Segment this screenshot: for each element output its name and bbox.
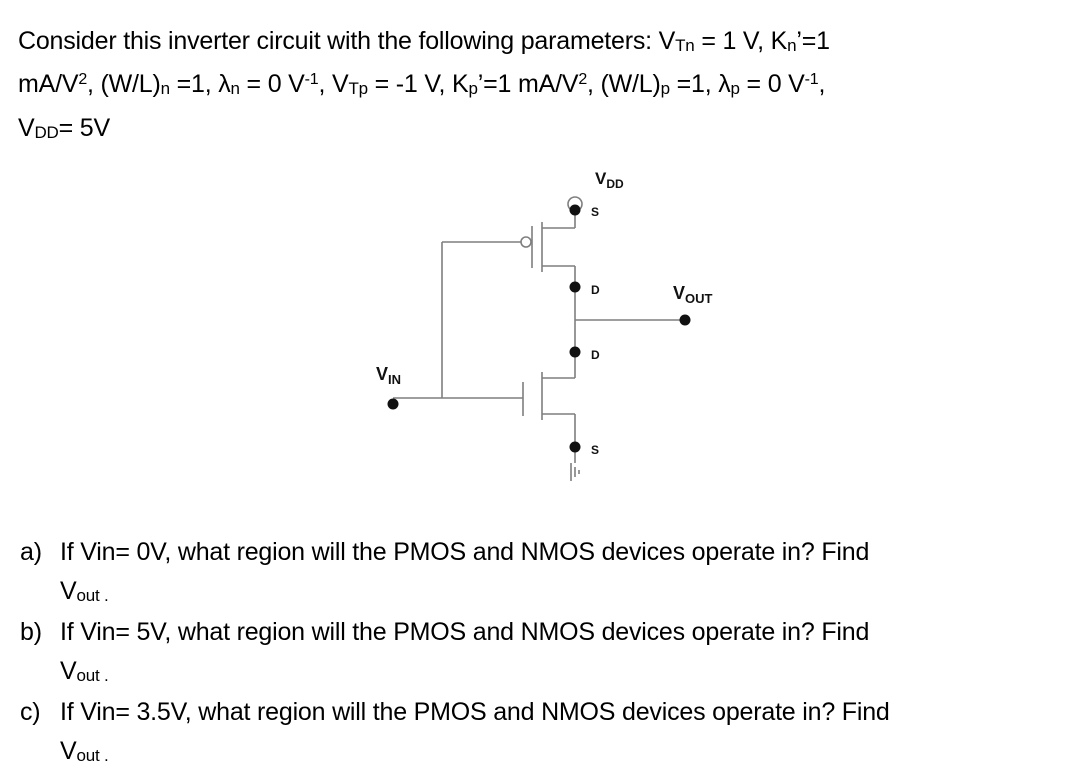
text: V [60,737,77,765]
nmos-source-node-dot [569,441,581,453]
text: . [99,666,109,686]
vout-terminal-dot [679,314,691,326]
text: V [18,114,35,142]
question-letter: a) [20,538,42,566]
subscript: p [660,78,670,98]
text: =1, λ [169,70,231,98]
subscript: out [76,586,100,606]
problem-line-3: VDD= 5V [18,108,1068,151]
question-vout: Vout . [60,572,1075,613]
question-text: If Vin= 5V, what region will the PMOS an… [60,618,870,646]
question-b: b) If Vin= 5V, what region will the PMOS… [20,613,1075,693]
superscript: 2 [78,71,88,88]
vin-terminal-dot [387,398,399,410]
pmos-gate-bubble [520,236,532,248]
text: = 5V [58,114,111,142]
text: = -1 V, K [367,70,469,98]
question-letter: c) [20,698,41,726]
subscript: out [76,666,100,686]
vdd-label: VDD [595,169,624,191]
text: mA/V [18,70,79,98]
pmos-drain-node-dot [569,281,581,293]
nmos-source-label: S [591,443,599,457]
text: ’=1 [796,27,830,55]
text: V [60,577,77,605]
pmos-source-label: S [591,205,599,219]
question-vout: Vout . [60,732,1075,773]
text: =1, λ [669,70,731,98]
text: = 1 V, K [694,27,788,55]
text: V [60,657,77,685]
text: Consider this inverter circuit with the … [18,27,676,55]
problem-line-2: mA/V2, (W/L)n =1, λn = 0 V-1, VTp = -1 V… [18,64,1068,108]
problem-statement: Consider this inverter circuit with the … [18,21,1068,151]
text: , (W/L) [587,70,661,98]
superscript: -1 [804,71,819,88]
question-vout: Vout . [60,652,1075,693]
question-text: If Vin= 0V, what region will the PMOS an… [60,538,870,566]
nmos-drain-node-dot [569,346,581,358]
question-a: a) If Vin= 0V, what region will the PMOS… [20,533,1075,613]
subscript: p [468,78,478,98]
superscript: -1 [304,71,319,88]
question-c: c) If Vin= 3.5V, what region will the PM… [20,693,1075,773]
text: , V [318,70,349,98]
subscript: n [160,78,170,98]
subscript: Tn [675,35,695,55]
text: ’=1 mA/V [477,70,579,98]
vout-label: VOUT [673,283,713,306]
subscript: DD [34,122,59,142]
text: . [99,586,109,606]
nmos-drain-label: D [591,348,600,362]
text: = 0 V [739,70,805,98]
subscript: out [76,746,100,766]
subscript: n [230,78,240,98]
inverter-circuit-diagram: VDD S D VOUT D VIN S [376,169,713,481]
question-letter: b) [20,618,42,646]
questions-list: a) If Vin= 0V, what region will the PMOS… [20,533,1075,773]
subscript: n [787,35,797,55]
subscript: p [730,78,740,98]
vin-label: VIN [376,364,401,387]
text: , (W/L) [87,70,161,98]
text: , [818,70,826,98]
text: . [99,746,109,766]
question-text: If Vin= 3.5V, what region will the PMOS … [60,698,890,726]
pmos-source-node-dot [569,204,581,216]
text: = 0 V [239,70,305,98]
superscript: 2 [578,71,588,88]
subscript: Tp [348,78,368,98]
pmos-drain-label: D [591,283,600,297]
problem-line-1: Consider this inverter circuit with the … [18,21,1068,64]
